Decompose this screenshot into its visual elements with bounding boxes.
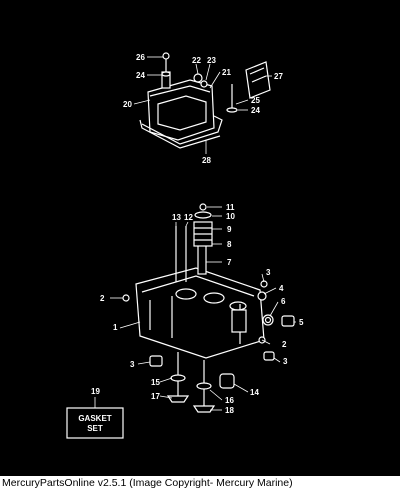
callouts: 1 2 2 3 3 3 4 5 6 7 8 9 10 11 12 13 14 1… <box>100 53 304 415</box>
callout-28: 28 <box>202 156 211 165</box>
callout-3a: 3 <box>266 268 271 277</box>
callout-8: 8 <box>227 240 232 249</box>
callout-14: 14 <box>250 388 259 397</box>
callout-21: 21 <box>222 68 231 77</box>
callout-16: 16 <box>225 396 234 405</box>
cover-nut <box>193 73 203 83</box>
washer <box>161 71 171 77</box>
callout-24b: 24 <box>251 106 260 115</box>
footer-caption: MercuryPartsOnline v2.5.1 (Image Copyrig… <box>2 477 293 489</box>
spring-retainer <box>194 211 212 219</box>
valve-seal-b <box>196 382 212 390</box>
diagram-canvas: 1 2 2 3 3 3 4 5 6 7 8 9 10 11 12 13 14 1… <box>66 52 304 439</box>
valve-head-b <box>192 405 216 413</box>
callout-19: 19 <box>91 387 100 396</box>
valve-keeper <box>199 203 207 211</box>
callout-17: 17 <box>151 392 160 401</box>
callout-12: 12 <box>184 213 193 222</box>
valve-cover-group <box>139 52 271 149</box>
gasket-set-line1: GASKET <box>78 414 111 423</box>
callout-26: 26 <box>136 53 145 62</box>
callout-6: 6 <box>281 297 286 306</box>
gasket-set-box: 19 GASKET SET <box>66 387 124 439</box>
plug <box>281 315 295 327</box>
callout-11: 11 <box>226 203 235 212</box>
cover-gasket <box>141 115 223 145</box>
callout-27: 27 <box>274 72 283 81</box>
callout-25: 25 <box>251 96 260 105</box>
callout-2a: 2 <box>100 294 105 303</box>
head-pin <box>122 294 130 302</box>
callout-15: 15 <box>151 378 160 387</box>
callout-20: 20 <box>123 100 132 109</box>
valve-seal-a <box>170 374 186 382</box>
callout-10: 10 <box>226 212 235 221</box>
exploded-parts-diagram: 1 2 2 3 3 3 4 5 6 7 8 9 10 11 12 13 14 1… <box>0 0 400 476</box>
callout-7: 7 <box>227 258 232 267</box>
head-boss <box>231 309 247 333</box>
callout-23: 23 <box>207 56 216 65</box>
cup-plug <box>219 373 235 389</box>
cylinder-head-group <box>122 203 295 413</box>
callout-13: 13 <box>172 213 181 222</box>
gasket-set-frame <box>66 407 124 439</box>
callout-3c: 3 <box>283 357 288 366</box>
callout-3b: 3 <box>130 360 135 369</box>
callout-1: 1 <box>113 323 118 332</box>
callout-4: 4 <box>279 284 284 293</box>
callout-5: 5 <box>299 318 304 327</box>
valve-head-a <box>166 395 190 403</box>
leader-lines <box>110 56 296 411</box>
head-plug <box>149 355 163 367</box>
gasket-set-line2: SET <box>87 424 103 433</box>
callout-22: 22 <box>192 56 201 65</box>
callout-24a: 24 <box>136 71 145 80</box>
callout-18: 18 <box>225 406 234 415</box>
footer-bar: MercuryPartsOnline v2.5.1 (Image Copyrig… <box>0 476 400 490</box>
callout-2b: 2 <box>282 340 287 349</box>
seal-ring <box>262 314 274 326</box>
callout-9: 9 <box>227 225 232 234</box>
